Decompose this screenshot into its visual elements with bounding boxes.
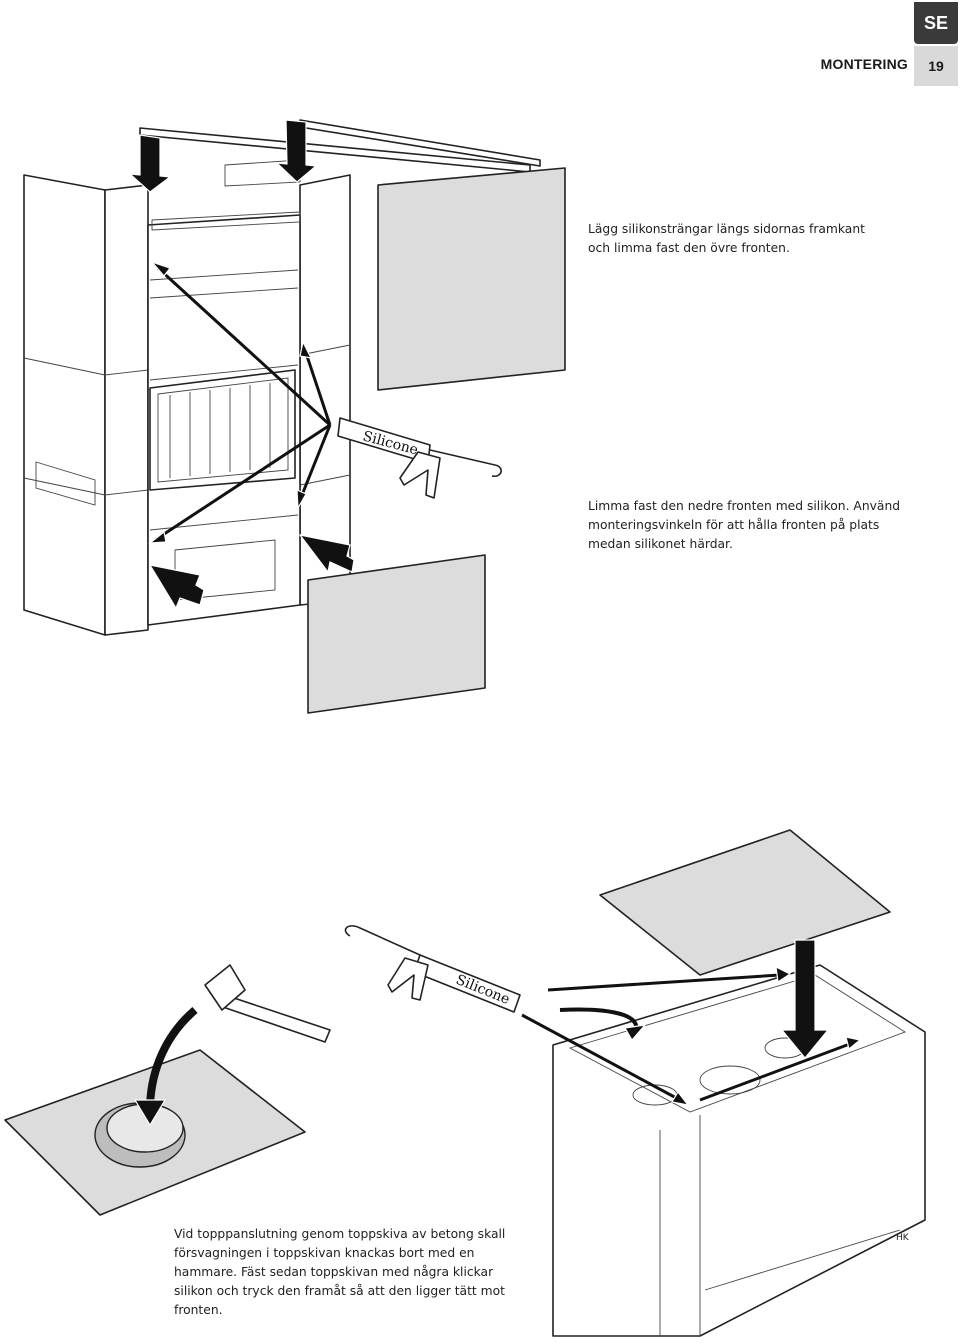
fireplace-assembly-bottom: Silicone HK — [4, 829, 926, 1337]
signature: HK — [896, 1233, 910, 1243]
page-number: 19 — [914, 46, 958, 86]
cartridge-label-bottom: Silicone — [454, 972, 512, 1008]
caption-step-3: Vid topppanslutning genom toppskiva av b… — [174, 1227, 506, 1317]
section-title: MONTERING — [820, 56, 908, 72]
caption-step-2: Limma fast den nedre fronten med silikon… — [588, 499, 901, 551]
language-tab: SE — [914, 2, 958, 44]
caption-step-1: Lägg silikonsträngar längs sidornas fram… — [588, 222, 865, 255]
fireplace-assembly-top: Silicone — [23, 119, 566, 714]
